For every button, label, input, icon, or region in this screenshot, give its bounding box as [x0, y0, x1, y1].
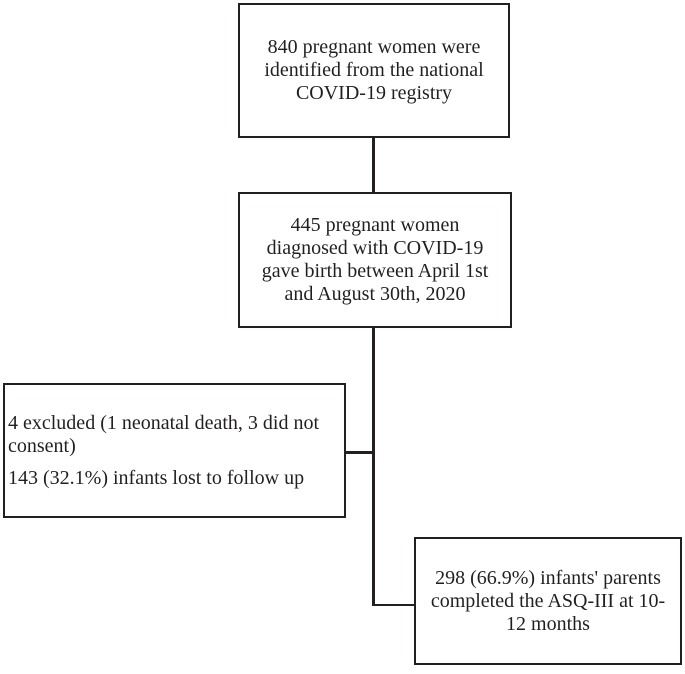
connector-trunk-vertical — [372, 328, 375, 606]
flowchart-box-completed: 298 (66.9%) infants' parents completed t… — [414, 537, 682, 665]
gave-birth-text: 445 pregnant women diagnosed with COVID-… — [261, 214, 489, 305]
completed-text: 298 (66.9%) infants' parents completed t… — [430, 566, 666, 635]
flowchart-box-gave-birth: 445 pregnant women diagnosed with COVID-… — [238, 192, 512, 328]
connector-excluded-branch — [346, 451, 373, 454]
flowchart-box-excluded: 4 excluded (1 neonatal death, 3 did not … — [3, 383, 346, 518]
connector-registry-to-birth — [372, 138, 375, 193]
excluded-text-line1: 4 excluded (1 neonatal death, 3 did not … — [8, 411, 320, 457]
connector-elbow-to-completed — [372, 603, 415, 606]
registry-text: 840 pregnant women were identified from … — [264, 36, 484, 104]
excluded-text-line2: 143 (32.1%) infants lost to follow up — [8, 466, 305, 489]
flowchart-box-registry: 840 pregnant women were identified from … — [238, 3, 510, 138]
